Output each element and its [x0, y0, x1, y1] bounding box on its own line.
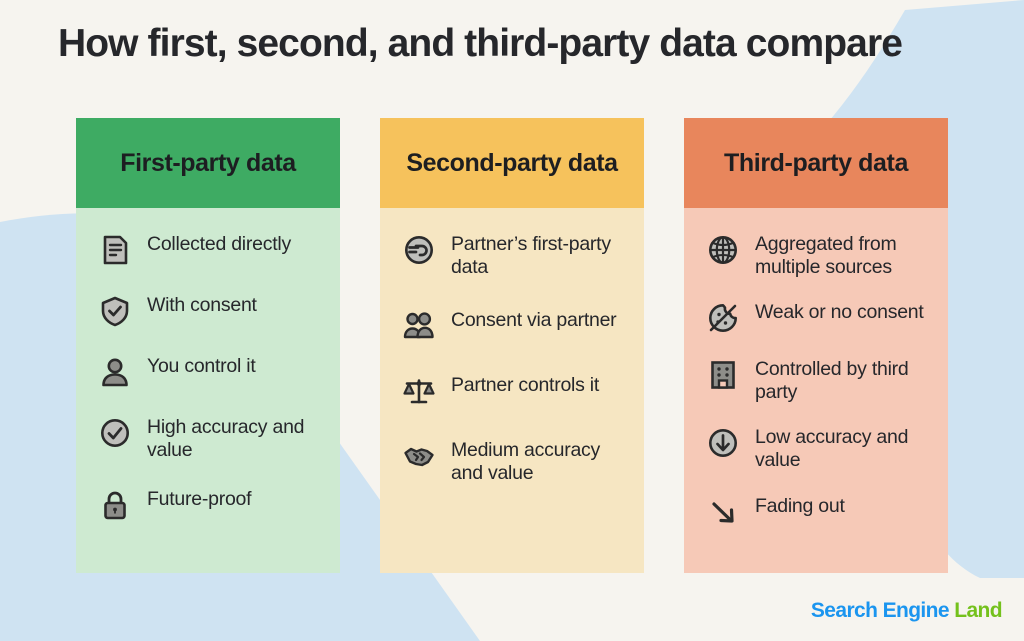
- lock-icon: [98, 488, 132, 522]
- page-title: How first, second, and third-party data …: [58, 22, 903, 65]
- list-item: Aggregated from multiple sources: [706, 232, 930, 278]
- list-item-label: With consent: [147, 294, 257, 316]
- arrow-diagonal-down-icon: [706, 495, 740, 529]
- card-third-party: Third-party data Aggregated from multipl…: [684, 118, 948, 573]
- list-item-label: Partner’s first-party data: [451, 233, 611, 278]
- list-item-label: Medium accuracy and value: [451, 439, 601, 484]
- list-item-label: Fading out: [755, 494, 845, 517]
- list-item: Low accuracy and value: [706, 425, 930, 471]
- card-header-first-party: First-party data: [76, 118, 340, 208]
- comparison-cards: First-party data Collected directly: [76, 118, 948, 573]
- logo-part-one: Search Engine: [810, 599, 950, 622]
- card-body-third-party: Aggregated from multiple sources Weak or…: [684, 208, 948, 573]
- card-first-party: First-party data Collected directly: [76, 118, 340, 573]
- person-icon: [98, 355, 132, 389]
- card-second-party: Second-party data Partner’s first-party …: [380, 118, 644, 573]
- data-transfer-icon: [402, 233, 436, 267]
- document-icon: [98, 233, 132, 267]
- list-item-label: Partner controls it: [451, 374, 600, 397]
- card-body-first-party: Collected directly With consent: [76, 208, 340, 573]
- two-people-icon: [402, 309, 436, 343]
- shield-check-icon: [98, 294, 132, 328]
- card-header-second-party: Second-party data: [380, 118, 644, 208]
- list-item: Collected directly: [98, 232, 322, 267]
- building-icon: [706, 358, 740, 392]
- logo-part-two-text: Land: [954, 599, 1002, 622]
- list-item: Fading out: [706, 494, 930, 529]
- list-item: Weak or no consent: [706, 300, 930, 335]
- list-item: Future-proof: [98, 487, 322, 522]
- scales-icon: [402, 374, 436, 408]
- list-item-label: Controlled by third party: [755, 358, 909, 403]
- list-item: You control it: [98, 354, 322, 389]
- list-item-label: Aggregated from multiple sources: [755, 233, 897, 278]
- list-item-label: You control it: [147, 355, 256, 377]
- list-item: Controlled by third party: [706, 357, 930, 403]
- list-item-label: High accuracy and value: [147, 416, 305, 461]
- arrow-down-circle-icon: [706, 426, 740, 460]
- list-item: With consent: [98, 293, 322, 328]
- cookie-icon: [706, 301, 740, 335]
- list-item: Partner’s first-party data: [402, 232, 626, 278]
- list-item-label: Future-proof: [147, 488, 252, 511]
- list-item-label: Consent via partner: [451, 309, 617, 332]
- list-item: Medium accuracy and value: [402, 438, 626, 484]
- handshake-icon: [402, 439, 436, 473]
- search-engine-land-logo: Search Engine Land: [810, 599, 1003, 623]
- card-body-second-party: Partner’s first-party data Consent via p…: [380, 208, 644, 573]
- check-circle-icon: [98, 416, 132, 450]
- card-header-third-party: Third-party data: [684, 118, 948, 208]
- list-item: High accuracy and value: [98, 415, 322, 461]
- list-item-label: Weak or no consent: [755, 301, 924, 324]
- list-item: Consent via partner: [402, 308, 626, 343]
- list-item: Partner controls it: [402, 373, 626, 408]
- list-item-label: Low accuracy and value: [755, 426, 909, 472]
- globe-icon: [706, 233, 740, 267]
- list-item-label: Collected directly: [147, 233, 291, 255]
